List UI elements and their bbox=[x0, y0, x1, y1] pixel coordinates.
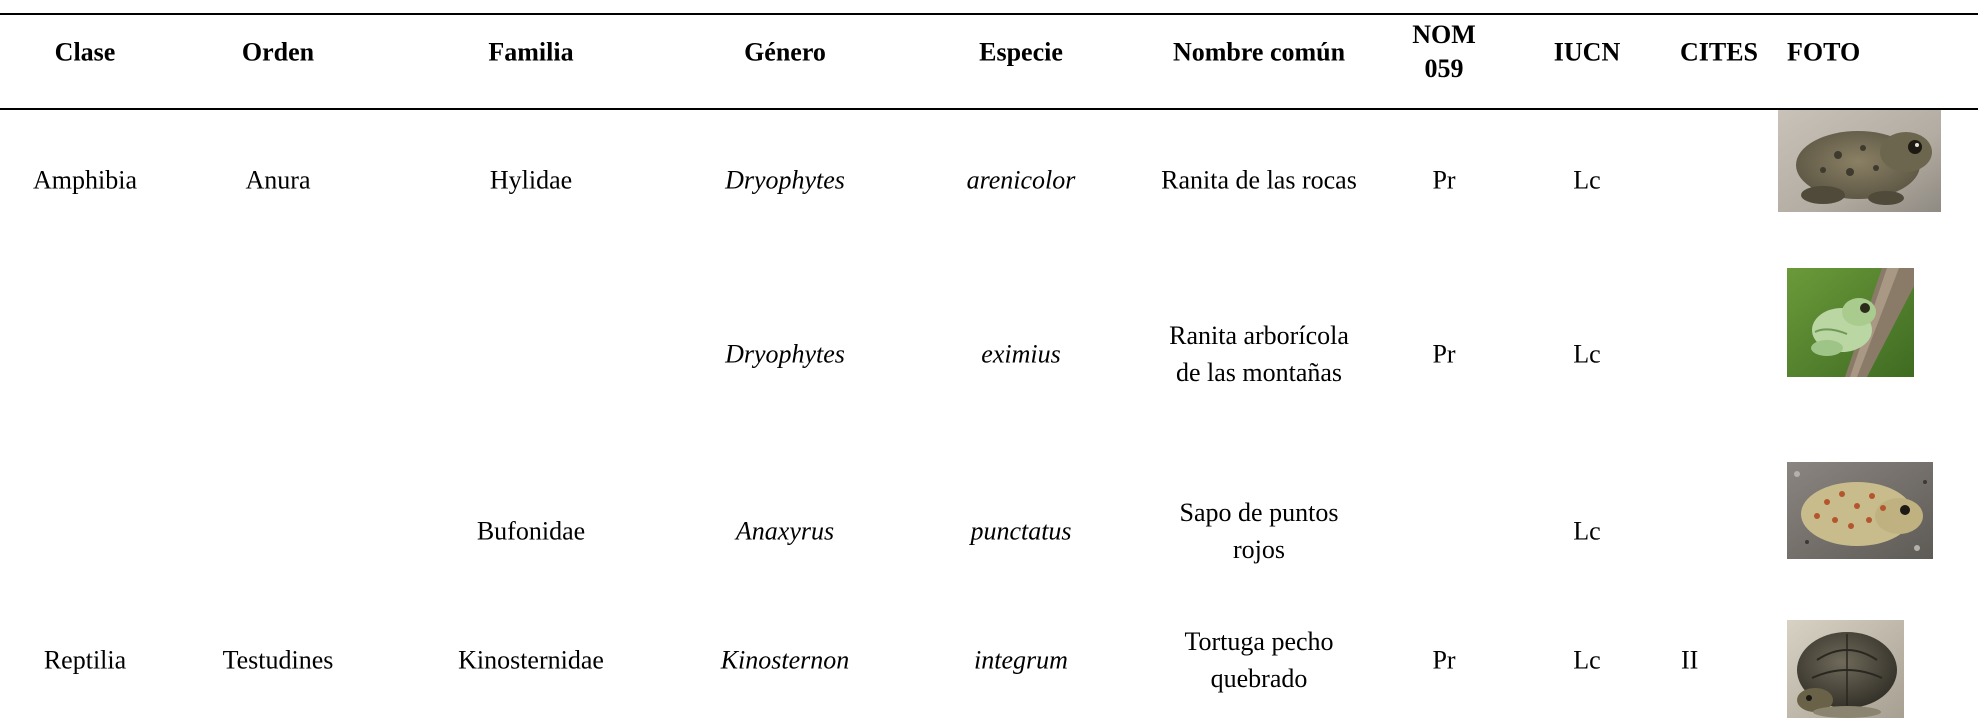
header-cites: CITES bbox=[1679, 37, 1759, 67]
row1-genero: Dryophytes bbox=[725, 165, 845, 195]
row4-nombre-comun-line1: Tortuga pecho bbox=[1184, 627, 1334, 656]
header-nom059-line1: NOM bbox=[1412, 20, 1476, 49]
row1-familia: Hylidae bbox=[489, 165, 573, 195]
row1-nom059: Pr bbox=[1432, 165, 1456, 195]
tree-frog-on-branch-photo bbox=[1787, 268, 1914, 377]
row4-especie: integrum bbox=[974, 645, 1068, 675]
header-nom059-line2: 059 bbox=[1424, 54, 1464, 83]
row4-cites: II bbox=[1681, 645, 1699, 675]
row3-nombre-comun: Sapo de puntos rojos bbox=[1180, 494, 1339, 568]
header-foto: FOTO bbox=[1787, 37, 1861, 67]
row3-especie: punctatus bbox=[970, 516, 1072, 546]
row3-familia: Bufonidae bbox=[476, 516, 586, 546]
row1-orden: Anura bbox=[245, 165, 311, 195]
row2-nombre-comun-line1: Ranita arborícola bbox=[1169, 321, 1349, 350]
header-clase: Clase bbox=[54, 37, 116, 67]
row3-nombre-comun-line2: rojos bbox=[1232, 535, 1285, 564]
table-header-rule bbox=[0, 108, 1978, 110]
table-top-rule bbox=[0, 13, 1978, 15]
row4-nombre-comun: Tortuga pecho quebrado bbox=[1184, 623, 1333, 697]
mud-turtle-photo bbox=[1787, 620, 1904, 718]
row1-nombre-comun: Ranita de las rocas bbox=[1161, 165, 1357, 195]
header-nombre-comun: Nombre común bbox=[1172, 37, 1346, 67]
row4-nom059: Pr bbox=[1432, 645, 1456, 675]
header-especie: Especie bbox=[979, 37, 1063, 67]
header-nom059: NOM 059 bbox=[1412, 18, 1476, 86]
header-familia: Familia bbox=[488, 37, 574, 67]
row2-especie: eximius bbox=[981, 339, 1061, 369]
spotted-toad-photo bbox=[1787, 462, 1933, 559]
row4-familia: Kinosternidae bbox=[458, 645, 604, 675]
row4-orden: Testudines bbox=[222, 645, 334, 675]
row1-clase: Amphibia bbox=[33, 165, 137, 195]
header-genero: Género bbox=[744, 37, 826, 67]
row2-nombre-comun: Ranita arborícola de las montañas bbox=[1169, 317, 1349, 391]
row2-iucn: Lc bbox=[1573, 339, 1601, 369]
row4-genero: Kinosternon bbox=[720, 645, 850, 675]
header-orden: Orden bbox=[241, 37, 315, 67]
row3-iucn: Lc bbox=[1573, 516, 1601, 546]
row2-nombre-comun-line2: de las montañas bbox=[1175, 358, 1343, 387]
row4-iucn: Lc bbox=[1573, 645, 1601, 675]
row3-genero: Anaxyrus bbox=[735, 516, 835, 546]
row4-clase: Reptilia bbox=[43, 645, 127, 675]
row4-nombre-comun-line2: quebrado bbox=[1210, 664, 1308, 693]
row1-iucn: Lc bbox=[1573, 165, 1601, 195]
row1-especie: arenicolor bbox=[966, 165, 1076, 195]
header-iucn: IUCN bbox=[1553, 37, 1621, 67]
row2-nom059: Pr bbox=[1432, 339, 1456, 369]
frog-on-rock-photo bbox=[1778, 110, 1941, 212]
row3-nombre-comun-line1: Sapo de puntos bbox=[1179, 498, 1339, 527]
row2-genero: Dryophytes bbox=[725, 339, 845, 369]
